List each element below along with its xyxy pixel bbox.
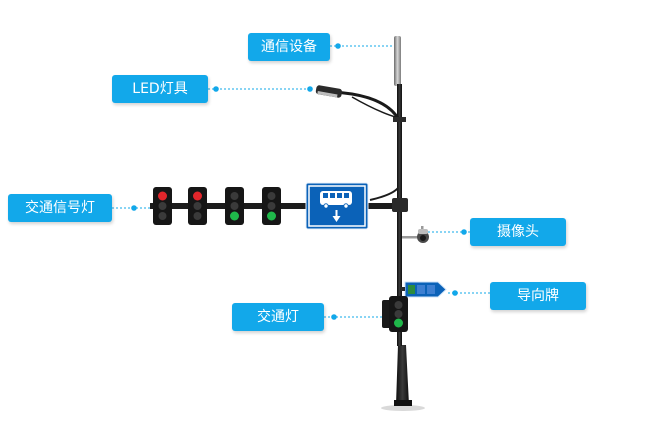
arrow-down-icon — [332, 210, 341, 222]
camera — [402, 226, 429, 243]
traffic-signal-4 — [262, 187, 281, 225]
traffic-signal-1 — [153, 187, 172, 225]
ground-shadow — [381, 405, 425, 411]
pole-traffic-light — [382, 296, 408, 332]
label-traffic-signal: 交通信号灯 — [8, 194, 112, 222]
traffic-signal-2 — [188, 187, 207, 225]
guide-sign — [401, 281, 447, 298]
leader-lines — [112, 43, 490, 320]
label-communication-device: 通信设备 — [248, 33, 330, 61]
label-led-lamp: LED灯具 — [112, 75, 208, 103]
communication-device — [394, 36, 401, 86]
label-guide-sign: 导向牌 — [490, 282, 586, 310]
led-arm — [335, 90, 401, 121]
traffic-signal-3 — [225, 187, 244, 225]
label-camera: 摄像头 — [470, 218, 566, 246]
bus-icon — [320, 191, 352, 209]
bus-lane-sign — [305, 182, 369, 230]
label-traffic-light: 交通灯 — [232, 303, 324, 331]
